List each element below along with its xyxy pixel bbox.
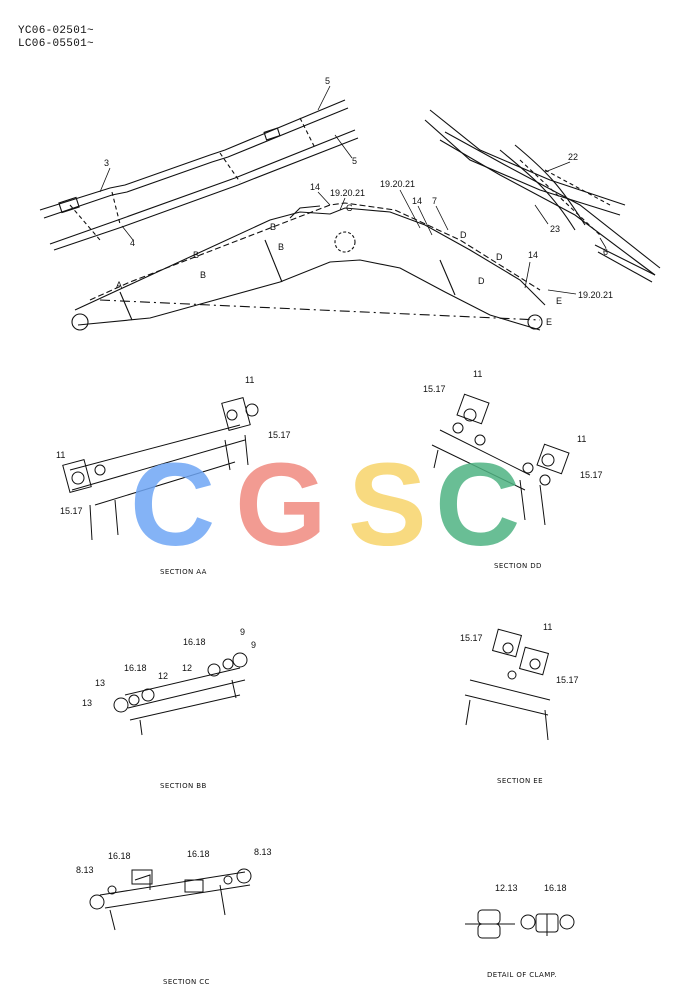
dd-label-15-17-right: 15.17 <box>580 470 603 480</box>
label-14-b: 14 <box>412 196 422 206</box>
main-assembly-labels: 3 4 5 5 22 23 6 14 19.20.21 19.20.21 14 … <box>104 76 613 327</box>
label-22: 22 <box>568 152 578 162</box>
section-mark-d-1: D <box>460 230 467 240</box>
cc-label-8-13-left: 8.13 <box>76 865 94 875</box>
clamp-detail-drawing <box>465 909 575 939</box>
cc-label-8-13-right: 8.13 <box>254 847 272 857</box>
watermark-letter-c2: C <box>435 440 520 560</box>
section-mark-c: C <box>346 203 353 213</box>
model-code-2: LC06-05501~ <box>18 38 94 50</box>
clamp-label-12-13: 12.13 <box>495 883 518 893</box>
label-19-20-21-c: 19.20.21 <box>578 290 613 300</box>
section-mark-e-1: E <box>556 296 562 306</box>
aa-label-11-left: 11 <box>56 450 65 460</box>
watermark-letter-s: S <box>348 440 427 560</box>
caption-detail-of-clamp: DETAIL OF CLAMP. <box>487 971 557 979</box>
section-mark-b-4: B <box>278 242 284 252</box>
section-mark-d-2: D <box>496 252 503 262</box>
section-mark-b-3: B <box>270 222 276 232</box>
bb-label-13-left: 13 <box>82 698 92 708</box>
clamp-detail-labels: 12.13 16.18 <box>495 883 567 893</box>
main-assembly-drawing <box>39 99 661 331</box>
section-mark-b-2: B <box>200 270 206 280</box>
bb-label-9-right: 9 <box>240 627 245 637</box>
caption-section-bb: SECTION BB <box>160 782 207 790</box>
bb-label-9-left: 13 <box>95 678 105 688</box>
ee-label-15-17-left: 15.17 <box>460 633 483 643</box>
ee-label-15-17-right: 15.17 <box>556 675 579 685</box>
bb-label-13-right: 9 <box>251 640 256 650</box>
main-leader-lines <box>99 85 607 295</box>
watermark-logo: C G S C <box>130 440 520 560</box>
bb-label-16-18-right: 16.18 <box>183 637 206 647</box>
label-3: 3 <box>104 158 109 168</box>
watermark-letter-g: G <box>235 440 327 560</box>
dd-label-15-17-top: 15.17 <box>423 384 446 394</box>
section-ee-drawing <box>464 628 551 741</box>
label-19-20-21-b: 19.20.21 <box>380 179 415 189</box>
bb-label-12-left: 12 <box>158 671 168 681</box>
bb-label-12-right: 12 <box>182 663 192 673</box>
model-code-1: YC06-02501~ <box>18 25 94 37</box>
label-23: 23 <box>550 224 560 234</box>
section-dd-labels: 15.17 11 11 15.17 <box>423 369 603 480</box>
aa-label-15-17-right: 15.17 <box>268 430 291 440</box>
aa-label-11-right: 11 <box>245 375 254 385</box>
watermark-letter-c1: C <box>130 440 215 560</box>
section-cc-drawing <box>89 868 252 931</box>
section-mark-b-1: B <box>193 250 199 260</box>
section-ee-labels: 15.17 11 15.17 <box>460 622 579 685</box>
section-bb-drawing <box>113 652 248 736</box>
label-7: 7 <box>432 196 437 206</box>
caption-section-aa: SECTION AA <box>160 568 207 576</box>
caption-section-cc: SECTION CC <box>163 978 210 986</box>
clamp-label-16-18: 16.18 <box>544 883 567 893</box>
section-cc-labels: 8.13 16.18 16.18 8.13 <box>76 847 272 875</box>
section-mark-d-3: D <box>478 276 485 286</box>
bb-label-16-18-left: 16.18 <box>124 663 147 673</box>
label-14-c: 14 <box>528 250 538 260</box>
caption-section-dd: SECTION DD <box>494 562 542 570</box>
dd-label-11-right: 11 <box>577 434 586 444</box>
section-bb-labels: 16.18 9 13 12 9 16.18 12 13 <box>82 627 256 708</box>
label-6: 6 <box>603 247 608 257</box>
label-4: 4 <box>130 238 135 248</box>
section-mark-a: A <box>116 280 122 290</box>
caption-section-ee: SECTION EE <box>497 777 543 785</box>
ee-label-11: 11 <box>543 622 552 632</box>
cc-label-16-18-right: 16.18 <box>187 849 210 859</box>
label-14-a: 14 <box>310 182 320 192</box>
cc-label-16-18-left: 16.18 <box>108 851 131 861</box>
dd-label-11-top: 11 <box>473 369 482 379</box>
section-mark-e-2: E <box>546 317 552 327</box>
label-19-20-21-a: 19.20.21 <box>330 188 365 198</box>
section-aa-labels: 11 15.17 11 15.17 <box>56 375 291 516</box>
label-5-top: 5 <box>325 76 330 86</box>
label-5-bottom: 5 <box>352 156 357 166</box>
aa-label-15-17-left: 15.17 <box>60 506 83 516</box>
section-dd-drawing <box>431 393 570 526</box>
section-aa-drawing <box>62 397 259 541</box>
